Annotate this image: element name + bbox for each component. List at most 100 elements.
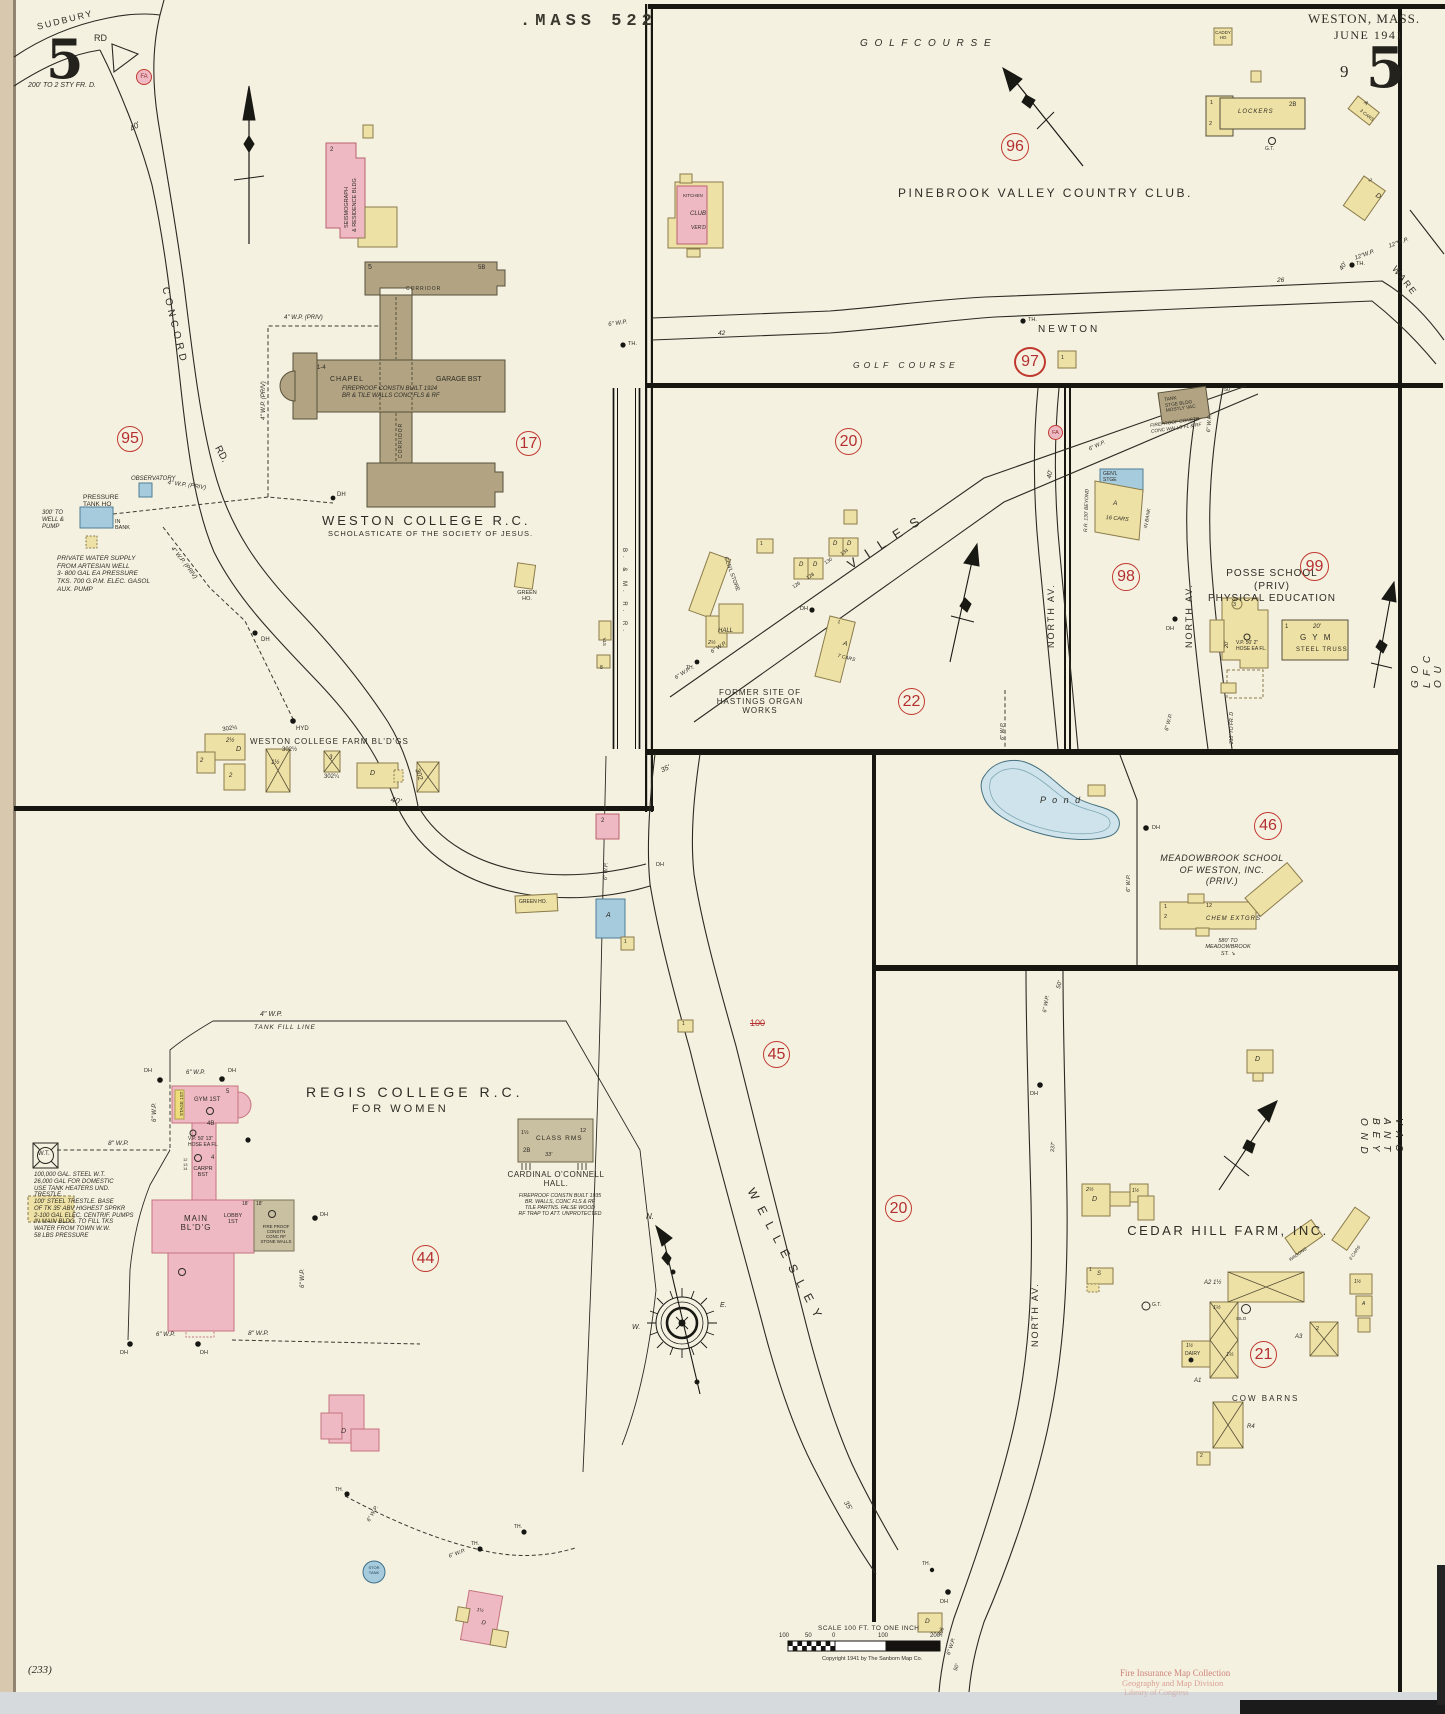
margin-vacant-beyond: V A C A N T B E Y O N D xyxy=(1358,1118,1405,1156)
regis-n4b: 4B xyxy=(207,1121,215,1127)
scale-tick-200: 200 xyxy=(930,1633,941,1639)
survey-circle-20b: 20 xyxy=(885,1195,912,1222)
cow-barns-label: COW BARNS xyxy=(1232,1394,1300,1403)
survey-circle-20: 20 xyxy=(835,428,862,455)
survey-circle-44: 44 xyxy=(412,1245,439,1272)
road-num-42: 42 xyxy=(718,330,726,337)
class-1h: 1½ xyxy=(521,1130,529,1136)
survey-circle-45: 45 xyxy=(763,1041,790,1068)
n18-b: 18' xyxy=(256,1201,263,1207)
farm-1h: 1½ xyxy=(271,760,280,766)
page-small-number: 9 xyxy=(1340,62,1349,81)
in-bank-label: IN BANK xyxy=(115,519,130,532)
th-newton-3: TH. xyxy=(1356,261,1365,267)
survey-circle-17: 17 xyxy=(516,431,541,456)
loc-stamp-line1: Fire Insurance Map Collection xyxy=(1120,1668,1231,1678)
school-n12: 12 xyxy=(1206,903,1213,909)
th-w3: TH. xyxy=(514,1524,523,1530)
regis-title: REGIS COLLEGE R.C. xyxy=(306,1084,524,1100)
scale-title: SCALE 100 FT. TO ONE INCH xyxy=(818,1625,920,1632)
compass-e: E. xyxy=(720,1302,727,1309)
note-210-frd: 210' TO FR. D xyxy=(1229,712,1235,744)
class-2b: 2B xyxy=(523,1148,531,1154)
cluster-1h: 1½ xyxy=(476,1607,485,1615)
scale-tick-50: 50 xyxy=(805,1633,812,1639)
corridor-label: CORRIDOR xyxy=(406,286,442,292)
sq-1-fence: 1 xyxy=(682,1021,685,1027)
class-12: 12 xyxy=(580,1128,587,1134)
cedar-hill-title: CEDAR HILL FARM, INC. xyxy=(1127,1223,1329,1238)
chapel-label: CHAPEL xyxy=(330,376,365,383)
th-newton-2: TH. xyxy=(1028,317,1037,323)
private-water-note: PRIVATE WATER SUPPLY FROM ARTESIAN WELL … xyxy=(57,555,151,593)
genl-stge-label: GEN'L STGE xyxy=(1103,471,1118,483)
barn-a3-2: 2 xyxy=(1316,1326,1320,1332)
s-bldg-1: 1 xyxy=(1089,1267,1092,1273)
college-num-5b: 5B xyxy=(478,265,486,271)
lockers-2: 2 xyxy=(1209,121,1213,127)
dwelling-d4: D xyxy=(847,541,852,547)
pipe-6wp-r3: 6" W.P. xyxy=(300,1268,306,1288)
pipe-6wp-r2: 6" W.P. xyxy=(152,1102,158,1122)
d-house-2h: 2½ xyxy=(1086,1187,1094,1193)
buildings xyxy=(27,27,1386,1649)
barn-1h-a: 1½ xyxy=(1213,1305,1221,1311)
water-tower-note: 100,000 GAL. STEEL W.T. 26,000 GAL FOR D… xyxy=(34,1172,134,1239)
dh-label-2: DH xyxy=(337,492,346,498)
dh-r1: DH xyxy=(144,1068,152,1074)
barn-r4: R4 xyxy=(1247,1424,1255,1430)
class-33ft: 33' xyxy=(545,1152,553,1158)
farm-d1: D xyxy=(236,746,242,753)
survey-circle-22: 22 xyxy=(898,688,925,715)
d-house-1h: 1½ xyxy=(1132,1188,1139,1194)
farm-2h: 2½ xyxy=(226,738,235,744)
dh-r3: DH xyxy=(120,1350,128,1356)
note-580-meadowbrook: 580' TO MEADOWBROOK ST. ↘ xyxy=(1205,938,1251,957)
school-20ft: 20' xyxy=(1224,640,1230,648)
hall-label: HALL xyxy=(718,628,734,634)
caddy-house: CADDY HO xyxy=(1215,30,1231,41)
road-num-26: 26 xyxy=(1277,277,1285,284)
gt-cedar: G.T. xyxy=(1152,1302,1162,1308)
dh-viles: DH xyxy=(800,606,808,612)
barn-a3: A3 xyxy=(1295,1334,1303,1340)
seismograph-label-2: & RESIDENCE BLDG xyxy=(352,178,358,232)
a-bldg-blue: A xyxy=(606,912,611,919)
dh-r2: DH xyxy=(228,1068,236,1074)
main-bldg-label: MAIN BL'D'G xyxy=(180,1214,212,1233)
pinebrook-title: PINEBROOK VALLEY COUNTRY CLUB. xyxy=(898,186,1193,200)
college-fireproof-note: FIREPROOF CONSTN BUILT 1924 BR & TILE WA… xyxy=(342,386,440,399)
tank-fill-4wp: 4" W.P. xyxy=(260,1011,283,1018)
survey-circle-96: 96 xyxy=(1001,133,1029,161)
sq-1-regis: 1 xyxy=(624,939,627,945)
stone-wing-note: FIRE PROOF CONSTN CONC RF STONE WALLS xyxy=(260,1224,292,1245)
garage-label: GARAGE BST xyxy=(436,376,482,383)
hastings-site-label: FORMER SITE OF HASTINGS ORGAN WORKS xyxy=(716,688,804,716)
fire-alarm-posse: FA xyxy=(1048,425,1063,440)
scale-tick-100r: 100 xyxy=(878,1633,889,1639)
d-house-bottom: D xyxy=(925,1618,930,1625)
road-50-posse: 50' xyxy=(1224,387,1232,393)
dh-pond: DH xyxy=(1152,825,1160,831)
regis-subtitle: FOR WOMEN xyxy=(352,1103,449,1115)
farm-2b: 2 xyxy=(229,773,233,779)
corridor-label-2: CORRIDOR xyxy=(398,422,404,458)
gym-label: G Y M xyxy=(1300,633,1333,642)
tank-fill-line: TANK FILL LINE xyxy=(254,1024,316,1031)
survey-circle-99: 99 xyxy=(1300,552,1329,581)
golf-course-arc: G O L F C O U R S E xyxy=(860,38,993,49)
plate-number: (233) xyxy=(28,1664,52,1676)
wt-symbol-label: W.T. xyxy=(38,1151,50,1157)
railroad-label: B. & M. R. R. xyxy=(621,548,627,636)
survey-circle-21: 21 xyxy=(1250,1341,1277,1368)
farm-num-302b: 302½ xyxy=(282,747,298,753)
pond-label: P o n d xyxy=(1040,795,1083,805)
compass-w: W. xyxy=(632,1324,641,1331)
silo-label: SILO xyxy=(1236,1316,1247,1321)
survey-circle-98: 98 xyxy=(1112,563,1140,591)
survey-circle-46: 46 xyxy=(1254,812,1282,840)
golf-course-road: GOLF COURSE xyxy=(853,360,959,370)
posse-school-title: POSSE SCHOOL (PRIV) PHYSICAL EDUCATION xyxy=(1207,568,1337,604)
street-sudbury-rd: RD xyxy=(94,33,107,43)
